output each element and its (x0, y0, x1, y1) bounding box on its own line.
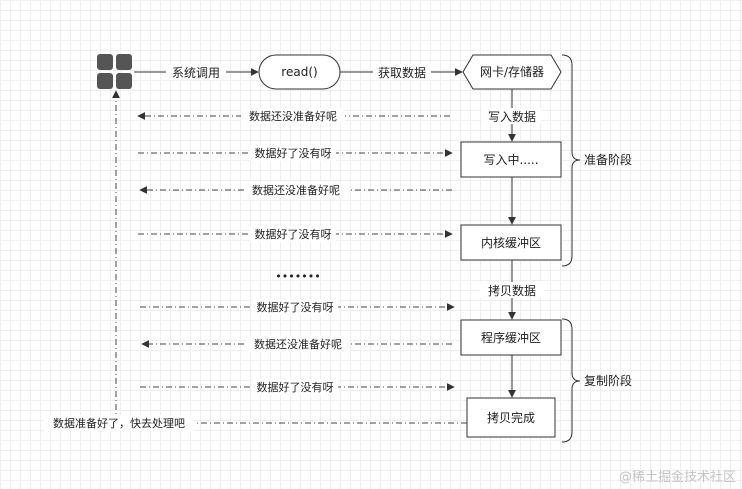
msg-not-ready-1: 数据还没准备好呢 (249, 109, 337, 123)
app-buffer-node: 程序缓冲区 (460, 319, 562, 356)
copy-phase-label: 复制阶段 (584, 373, 632, 388)
writing-node: 写入中..... (460, 141, 562, 178)
prepare-phase-label: 准备阶段 (584, 152, 632, 167)
msg-not-ready-2: 数据还没准备好呢 (252, 183, 340, 197)
app-buffer-label: 程序缓冲区 (481, 330, 541, 345)
copy-done-node: 拷贝完成 (466, 397, 556, 438)
msg-ready-q-2: 数据好了没有呀 (255, 227, 332, 241)
watermark: @稀土掘金技术社区 (619, 469, 736, 485)
msg-not-ready-3: 数据还没准备好呢 (254, 337, 342, 351)
syscall-label: 系统调用 (172, 66, 220, 80)
read-label: read() (281, 65, 317, 79)
copy-data-label: 拷贝数据 (488, 283, 536, 298)
read-node: read() (258, 54, 341, 90)
msg-ready-q-3: 数据好了没有呀 (257, 300, 334, 314)
write-in-label: 写入数据 (488, 109, 536, 124)
nic-node: 网卡/存储器 (462, 54, 562, 90)
msg-ellipsis: ••••••• (275, 270, 320, 283)
fetch-label: 获取数据 (378, 65, 426, 80)
msg-done-notice: 数据准备好了，快去处理吧 (53, 416, 185, 430)
kernel-buffer-node: 内核缓冲区 (460, 224, 562, 261)
prepare-phase-brace (561, 54, 581, 267)
kernel-buffer-label: 内核缓冲区 (481, 235, 541, 250)
copy-phase-brace (561, 318, 581, 443)
app-grid-icon (97, 54, 132, 89)
nic-label: 网卡/存储器 (480, 64, 544, 79)
copy-done-label: 拷贝完成 (487, 410, 535, 425)
msg-ready-q-1: 数据好了没有呀 (255, 146, 332, 160)
msg-ready-q-4: 数据好了没有呀 (257, 380, 334, 394)
writing-label: 写入中..... (483, 152, 538, 167)
